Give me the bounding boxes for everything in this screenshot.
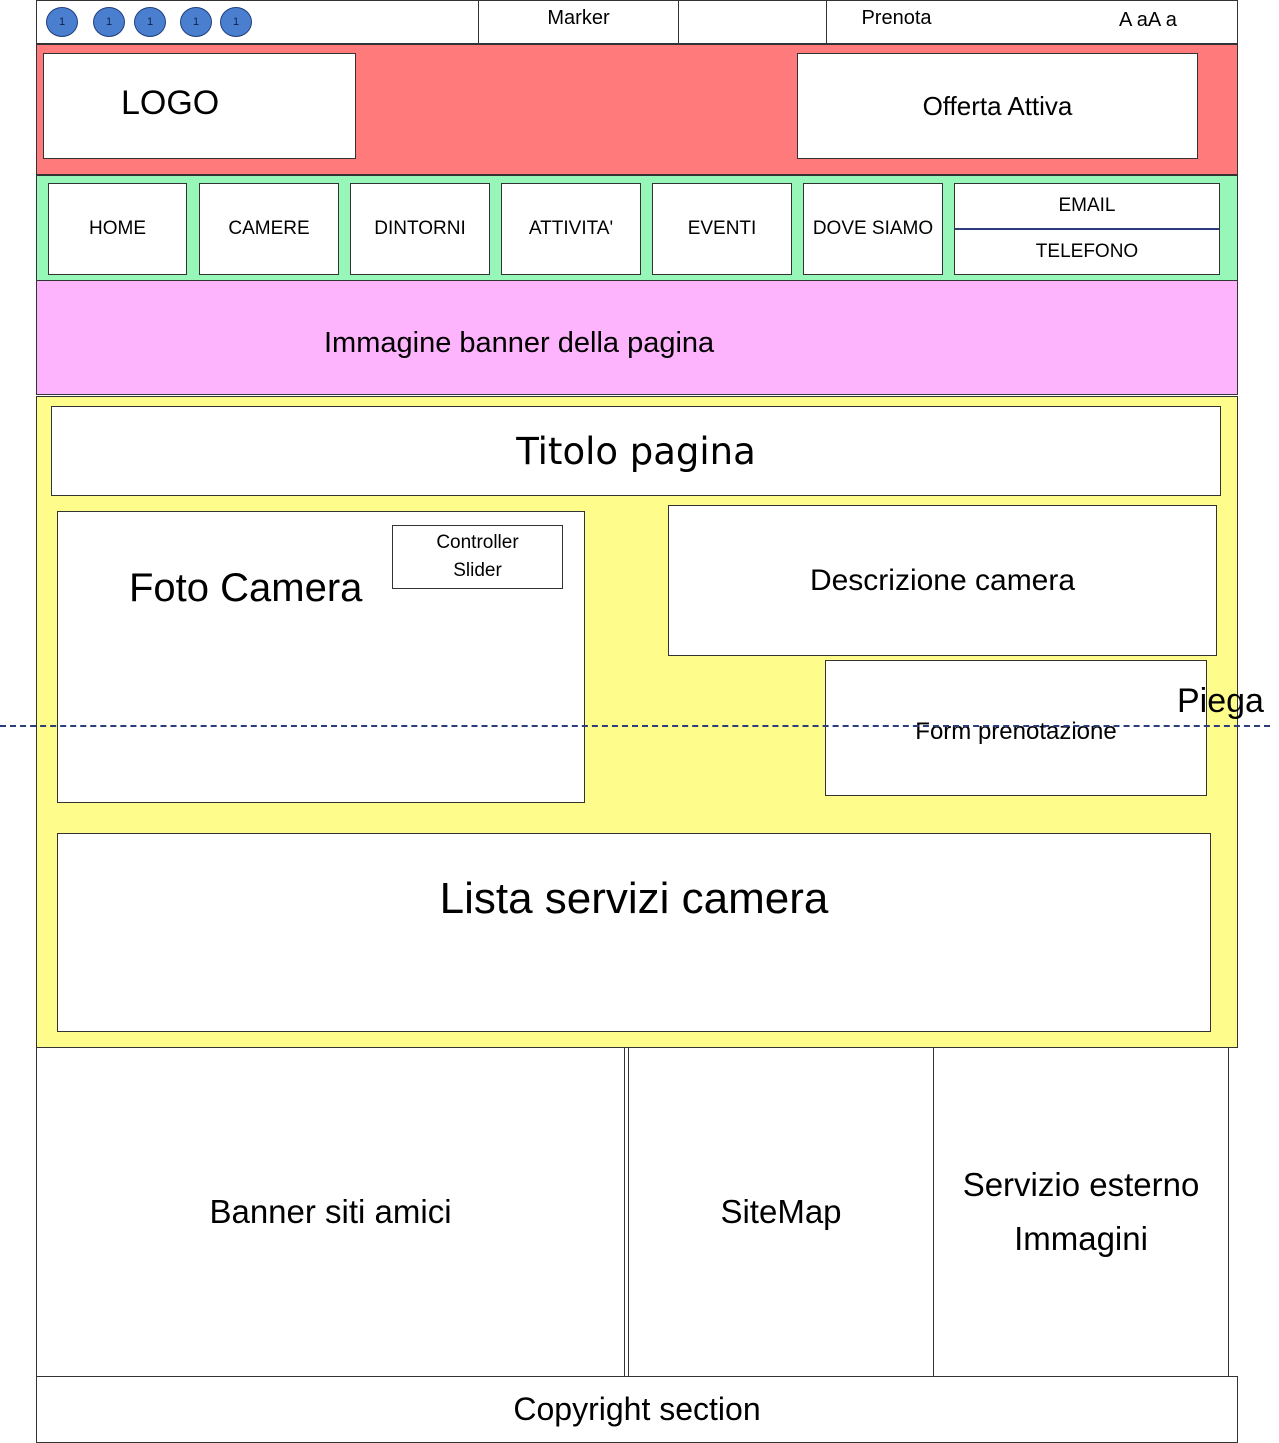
- top-bar: 1 1 1 1 1 Marker Prenota A aA a: [36, 0, 1238, 45]
- room-services-list: Lista servizi camera: [57, 833, 1211, 1032]
- marker-dot[interactable]: 1: [180, 7, 212, 37]
- nav-item-dintorni[interactable]: DINTORNI: [350, 183, 490, 275]
- marker-button[interactable]: Marker: [478, 1, 679, 45]
- nav-item-dove-siamo[interactable]: DOVE SIAMO: [803, 183, 943, 275]
- active-offer[interactable]: Offerta Attiva: [797, 53, 1198, 159]
- fold-line: [0, 725, 1270, 727]
- sitemap[interactable]: SiteMap: [628, 1047, 934, 1377]
- font-size-switcher[interactable]: A aA a: [1119, 9, 1177, 31]
- marker-dot[interactable]: 1: [134, 7, 166, 37]
- page-title: Titolo pagina: [51, 406, 1221, 496]
- main-content: Titolo pagina Foto Camera Controller Sli…: [36, 396, 1238, 1048]
- partner-sites-banner[interactable]: Banner siti amici: [36, 1047, 625, 1377]
- nav-item-camere[interactable]: CAMERE: [199, 183, 339, 275]
- marker-dot[interactable]: 1: [46, 7, 78, 37]
- email-link[interactable]: EMAIL: [955, 184, 1219, 230]
- booking-form[interactable]: Form prenotazione: [825, 660, 1207, 796]
- fold-label: Piega: [1177, 682, 1264, 720]
- copyright: Copyright section: [36, 1376, 1238, 1443]
- marker-dot[interactable]: 1: [220, 7, 252, 37]
- room-photo[interactable]: Foto Camera Controller Slider: [57, 511, 585, 803]
- contact-box: EMAIL TELEFONO: [954, 183, 1220, 275]
- phone-link[interactable]: TELEFONO: [1035, 241, 1139, 262]
- room-photo-label: Foto Camera: [129, 566, 363, 610]
- external-image-service[interactable]: Servizio esterno Immagini: [933, 1047, 1229, 1377]
- banner-label: Immagine banner della pagina: [324, 327, 715, 359]
- logo[interactable]: LOGO: [43, 53, 356, 159]
- prenota-button[interactable]: Prenota: [826, 1, 966, 45]
- main-nav: HOME CAMERE DINTORNI ATTIVITA' EVENTI DO…: [36, 175, 1238, 281]
- header: LOGO Offerta Attiva: [36, 44, 1238, 175]
- slider-controller[interactable]: Controller Slider: [392, 525, 563, 589]
- nav-item-eventi[interactable]: EVENTI: [652, 183, 792, 275]
- page-banner: Immagine banner della pagina: [36, 280, 1238, 395]
- room-description: Descrizione camera: [668, 505, 1217, 656]
- nav-item-attivita[interactable]: ATTIVITA': [501, 183, 641, 275]
- nav-item-home[interactable]: HOME: [48, 183, 187, 275]
- marker-dot[interactable]: 1: [93, 7, 125, 37]
